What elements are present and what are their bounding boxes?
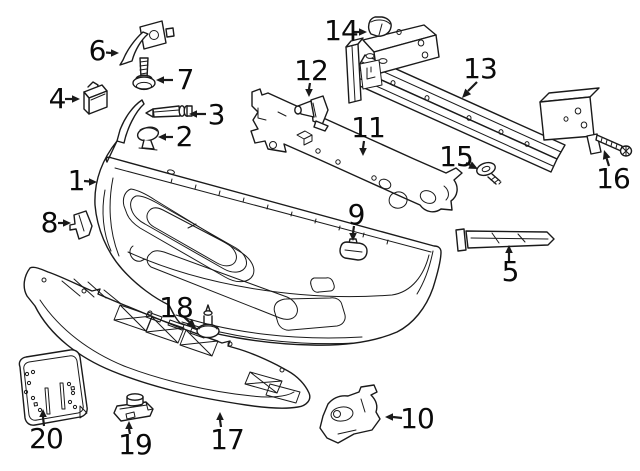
callout-13-arrow [462,81,478,98]
callout-11-label[interactable]: 11 [351,111,386,144]
callout-6-arrow [105,49,119,57]
clip-2-drawing [136,126,160,151]
callout-5-label[interactable]: 5 [501,255,520,288]
sensor-12-drawing [294,95,329,132]
callout-1-arrow [83,178,97,186]
rivet-18-drawing [196,304,220,339]
callout-20-arrow [39,409,47,427]
callout-17-arrow [216,412,224,428]
splash-shield-drawing [23,266,311,409]
callout-7-arrow [156,76,173,84]
callout-8-arrow [58,219,71,227]
callout-2-arrow [158,133,173,141]
bracket-14-drawing [367,16,392,37]
callout-15-arrow [465,161,478,169]
impact-bar-drawing [345,24,602,173]
bolt-7-drawing [132,57,156,91]
side-bracket-drawing [455,228,555,252]
clip-9-drawing [339,238,368,261]
callout-19-arrow [125,421,133,435]
callout-3-arrow [189,110,206,118]
callout-14-label[interactable]: 14 [324,14,359,47]
nut-clip-19-drawing [113,393,154,422]
callout-11-arrow [359,140,367,156]
callout-9-arrow [349,225,357,241]
callout-4-arrow [65,95,80,103]
bracket-8-drawing [69,210,93,240]
callout-13-label[interactable]: 13 [463,52,498,85]
callout-19-label[interactable]: 19 [118,428,153,461]
callout-12-arrow [305,82,313,97]
callout-10-label[interactable]: 10 [400,402,435,435]
callout-3-label[interactable]: 3 [207,98,226,131]
callout-15-label[interactable]: 15 [439,140,474,173]
bolt-16-drawing [595,134,633,157]
callout-8-label[interactable]: 8 [40,206,59,239]
callout-1-label[interactable]: 1 [67,164,86,197]
callout-9-label[interactable]: 9 [347,198,366,231]
callout-16-label[interactable]: 16 [596,162,631,195]
callout-18-label[interactable]: 18 [159,291,194,324]
callout-18-arrow [183,316,196,328]
callout-20-label[interactable]: 20 [29,422,64,455]
fog-lamp-bracket-drawing [319,384,381,444]
callout-12-label[interactable]: 12 [294,54,329,87]
energy-absorber-drawing [250,88,463,213]
callout-10-arrow [385,413,403,421]
pin-3-drawing [145,105,193,118]
bracket-6-drawing [119,20,175,66]
callout-5-arrow [505,245,513,262]
license-plate-bracket-drawing [18,349,88,426]
callout-6-label[interactable]: 6 [88,34,107,67]
callout-2-label[interactable]: 2 [175,120,194,153]
callout-4-label[interactable]: 4 [48,82,67,115]
callout-7-label[interactable]: 7 [176,63,195,96]
callout-14-arrow [354,28,367,36]
screw-15-drawing [476,161,502,185]
callout-17-label[interactable]: 17 [210,423,245,456]
bumper-cover-drawing [94,99,442,346]
callout-16-arrow [602,150,611,167]
bracket-4-drawing [83,81,108,115]
callout-arrows [39,28,611,435]
